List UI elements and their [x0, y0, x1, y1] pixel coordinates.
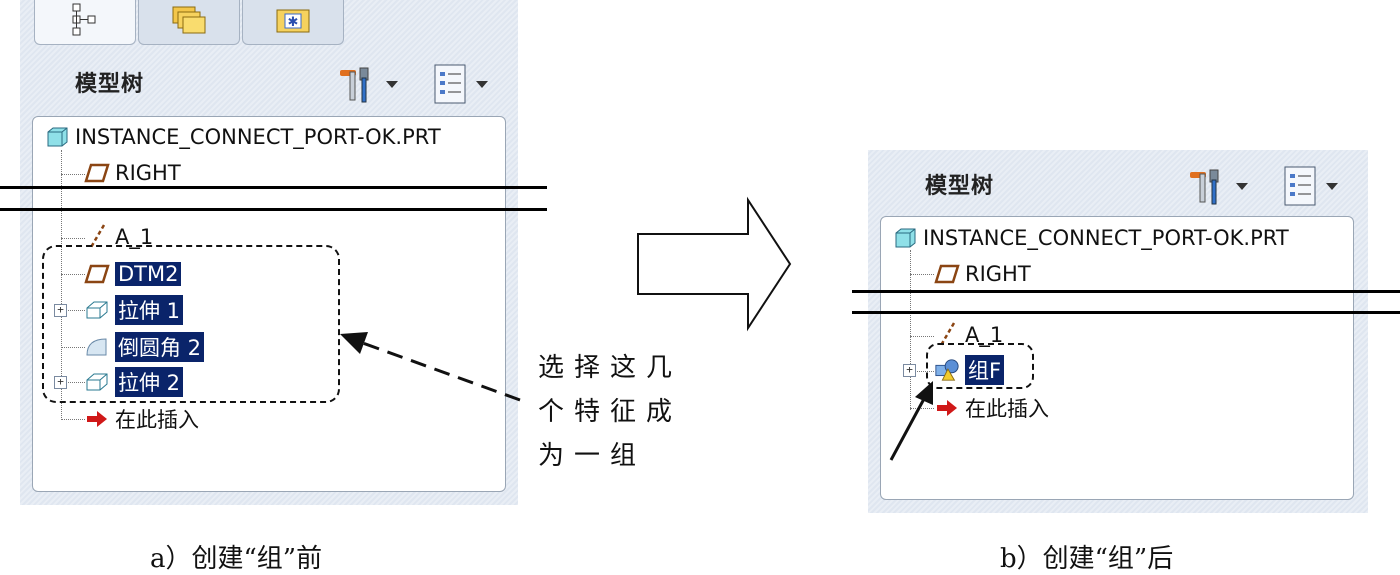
- tree-item-insert-here[interactable]: 在此插入: [934, 393, 1049, 423]
- tree-item-label: RIGHT: [965, 262, 1031, 286]
- chevron-down-icon: [1236, 182, 1248, 190]
- model-tree-after: [880, 216, 1354, 500]
- pointer-arrow: [889, 381, 933, 461]
- tree-item-label: 组F: [965, 355, 1005, 385]
- tree-item-root[interactable]: INSTANCE_CONNECT_PORT-OK.PRT: [44, 122, 441, 152]
- break-line: [852, 311, 1400, 314]
- folders-icon: [169, 3, 209, 41]
- tree-item-label: 倒圆角 2: [115, 332, 205, 362]
- break-line: [0, 186, 547, 189]
- expand-toggle[interactable]: +: [54, 304, 67, 317]
- tree-item-label: 在此插入: [115, 408, 199, 432]
- part-icon: [892, 226, 918, 250]
- tree-guide-line: [61, 150, 62, 420]
- expand-toggle[interactable]: +: [54, 376, 67, 389]
- tab-model-tree[interactable]: [34, 0, 136, 45]
- tree-item-label: INSTANCE_CONNECT_PORT-OK.PRT: [923, 226, 1289, 250]
- group-icon: [934, 358, 960, 382]
- tab-folder-browser[interactable]: [138, 0, 240, 45]
- tree-item-label: DTM2: [115, 262, 182, 286]
- tree-item-right[interactable]: RIGHT: [84, 158, 181, 188]
- part-icon: [44, 125, 70, 149]
- datum-plane-icon: [84, 262, 110, 286]
- favorites-folder-icon: ✱: [273, 3, 313, 41]
- tree-guide-line: [910, 274, 934, 275]
- panel-title: 模型树: [75, 71, 145, 97]
- caption-after: b）创建“组”后: [1000, 544, 1174, 574]
- tree-item-right[interactable]: RIGHT: [934, 259, 1031, 289]
- annotation-line: 个特征成: [538, 397, 683, 427]
- extrude-icon: [84, 370, 110, 394]
- insert-arrow-icon: [934, 396, 960, 420]
- tree-item-root[interactable]: INSTANCE_CONNECT_PORT-OK.PRT: [892, 223, 1289, 253]
- datum-plane-icon: [84, 161, 110, 185]
- tree-item-label: RIGHT: [115, 161, 181, 185]
- panel-title: 模型树: [925, 173, 995, 199]
- tree-item-label: 拉伸 1: [115, 295, 184, 325]
- extrude-icon: [84, 298, 110, 322]
- show-dropdown[interactable]: [432, 62, 488, 106]
- tree-item-insert-here[interactable]: 在此插入: [84, 404, 199, 434]
- chevron-down-icon: [386, 80, 398, 88]
- tree-item-group[interactable]: 组F: [934, 355, 1005, 385]
- list-view-icon: [1282, 164, 1320, 208]
- tree-guide-line: [910, 250, 911, 410]
- datum-plane-icon: [934, 262, 960, 286]
- tree-guide-line: [61, 174, 85, 175]
- tree-guide-line: [61, 382, 85, 383]
- break-line: [852, 290, 1400, 293]
- insert-arrow-icon: [84, 407, 110, 431]
- annotation-line: 选择这几: [538, 353, 683, 383]
- caption-before: a）创建“组”前: [150, 544, 323, 574]
- settings-dropdown[interactable]: [1186, 164, 1248, 208]
- tree-guide-line: [61, 310, 85, 311]
- dashed-pointer-arrow: [340, 332, 521, 402]
- tree-guide-line: [910, 336, 934, 337]
- tree-item-extrude1[interactable]: 拉伸 1: [84, 295, 184, 325]
- tree-item-label: 拉伸 2: [115, 367, 184, 397]
- settings-dropdown[interactable]: [336, 62, 398, 106]
- annotation-line: 为一组: [538, 441, 647, 471]
- tree-guide-line: [910, 371, 934, 372]
- tree-guide-line: [61, 347, 85, 348]
- break-line: [0, 208, 547, 211]
- annotation-text: 选择这几 个特征成 为一组: [538, 346, 682, 478]
- selection-outline: [42, 245, 340, 403]
- model-tree-tab-icon: [70, 2, 100, 42]
- tree-guide-line: [61, 274, 85, 275]
- expand-toggle[interactable]: +: [903, 364, 916, 377]
- tree-item-extrude2[interactable]: 拉伸 2: [84, 367, 184, 397]
- model-tree-before: [32, 116, 506, 492]
- tree-item-dtm2[interactable]: DTM2: [84, 259, 182, 289]
- tools-icon: [336, 62, 380, 106]
- tools-icon: [1186, 164, 1230, 208]
- tab-favorites[interactable]: ✱: [242, 0, 344, 45]
- show-dropdown[interactable]: [1282, 164, 1338, 208]
- tree-guide-line: [61, 238, 85, 239]
- chevron-down-icon: [1326, 182, 1338, 190]
- tree-item-label: 在此插入: [965, 397, 1049, 421]
- tree-guide-line: [910, 408, 934, 409]
- group-highlight-outline: [926, 343, 1034, 389]
- navigator-tabstrip: ✱: [20, 0, 518, 45]
- round-icon: [84, 335, 110, 359]
- chevron-down-icon: [476, 80, 488, 88]
- tree-item-round2[interactable]: 倒圆角 2: [84, 332, 205, 362]
- tree-guide-line: [61, 419, 85, 420]
- list-view-icon: [432, 62, 470, 106]
- svg-text:✱: ✱: [288, 15, 299, 30]
- transition-arrow-icon: [637, 196, 792, 332]
- tree-item-label: INSTANCE_CONNECT_PORT-OK.PRT: [75, 125, 441, 149]
